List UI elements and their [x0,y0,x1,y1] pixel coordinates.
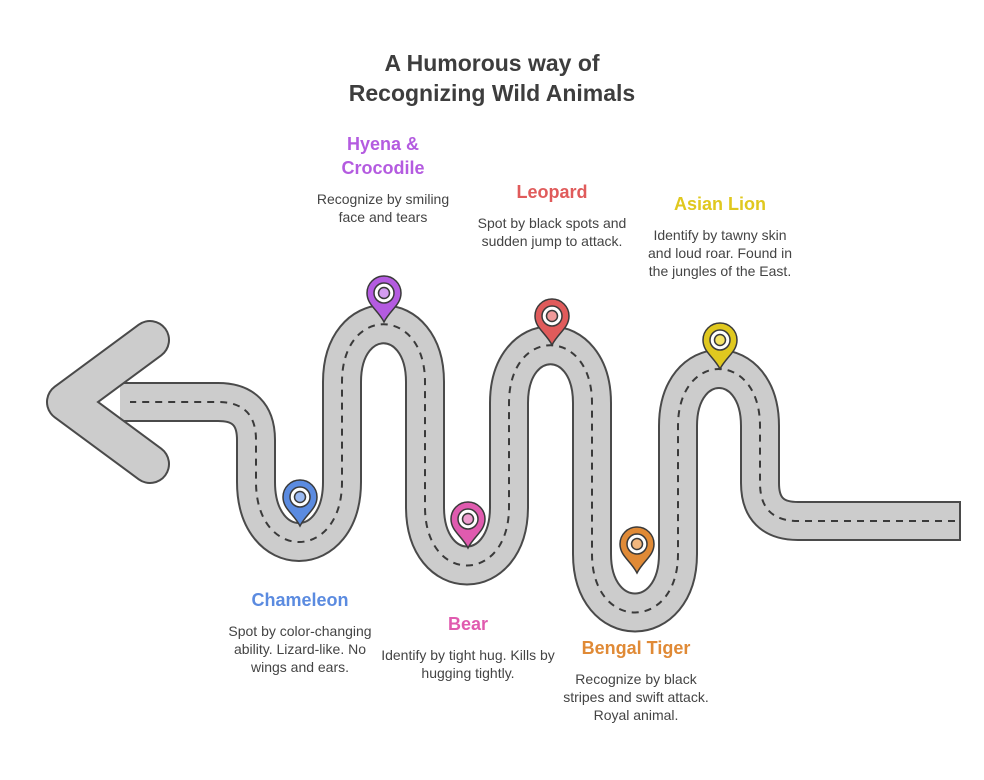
diagram-title: A Humorous way of Recognizing Wild Anima… [0,48,984,108]
milestone-description: Spot by black spots and sudden jump to a… [477,215,627,249]
map-pin-icon-bengal-tiger [619,526,655,575]
pin-center [293,490,307,504]
title-line-1: A Humorous way of [384,50,600,76]
milestone-label-asian-lion: Asian Lion Identify by tawny skin and lo… [646,192,794,280]
map-pin-icon-leopard [534,298,570,347]
milestone-description: Recognize by smiling face and tears [316,191,450,225]
milestone-label-leopard: Leopard Spot by black spots and sudden j… [475,180,629,250]
road-body [46,304,961,633]
milestone-description: Recognize by black stripes and swift att… [563,671,709,723]
milestone-description: Spot by color-changing ability. Lizard-l… [228,623,372,675]
milestone-description: Identify by tight hug. Kills by hugging … [381,647,555,681]
map-pin-icon-hyena-crocodile [366,275,402,324]
milestone-pins [282,275,738,575]
pin-center [461,512,475,526]
milestone-label-hyena-crocodile: Hyena & Crocodile Recognize by smiling f… [310,132,456,226]
pin-center [545,309,559,323]
map-pin-icon-chameleon [282,479,318,528]
milestone-name: Asian Lion [673,194,766,214]
milestone-name: Bengal Tiger [581,638,691,658]
milestone-name: Hyena & Crocodile [341,134,425,178]
pin-center [377,286,391,300]
pin-center [713,333,727,347]
milestone-name: Leopard [516,182,588,202]
arrow-head-surface [48,322,168,482]
milestone-name: Chameleon [251,590,349,610]
title-line-2: Recognizing Wild Animals [348,80,636,106]
road-center-dashes [130,323,955,614]
milestone-label-bear: Bear Identify by tight hug. Kills by hug… [370,612,566,682]
milestone-label-chameleon: Chameleon Spot by color-changing ability… [225,588,375,676]
pin-center [630,537,644,551]
milestone-name: Bear [447,614,489,634]
map-pin-icon-asian-lion [702,322,738,371]
map-pin-icon-bear [450,501,486,550]
milestone-description: Identify by tawny skin and loud roar. Fo… [648,227,792,279]
milestone-label-bengal-tiger: Bengal Tiger Recognize by black stripes … [560,636,712,724]
